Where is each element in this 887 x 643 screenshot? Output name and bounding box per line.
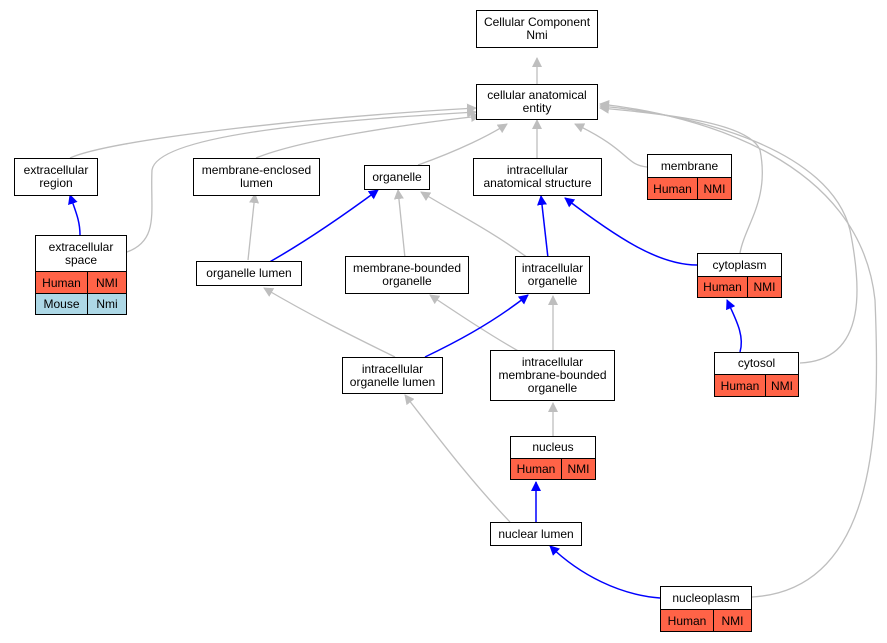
node-cytosol[interactable]: cytosol: [714, 352, 799, 375]
node-label: organelle lumen: [206, 266, 292, 280]
tag-label: Human: [667, 613, 707, 628]
node-cytoplasm[interactable]: cytoplasm: [697, 253, 782, 277]
node-organelle-lumen[interactable]: organelle lumen: [196, 261, 302, 286]
tag-human: Human: [714, 374, 766, 397]
node-label: cellular anatomical entity: [487, 88, 587, 115]
node-membrane-bounded-organelle[interactable]: membrane-bounded organelle: [345, 256, 469, 294]
tag-nmi: NMI: [713, 609, 752, 632]
node-label: membrane-bounded organelle: [352, 261, 462, 288]
node-membrane-enclosed-lumen[interactable]: membrane-enclosed lumen: [193, 158, 320, 196]
node-nucleoplasm[interactable]: nucleoplasm: [660, 586, 752, 610]
edge-extracellular-space-region: [68, 194, 81, 236]
node-intracellular-anatomical-structure[interactable]: intracellular anatomical structure: [473, 158, 602, 196]
tag-label: Nmi: [96, 297, 118, 311]
node-label: intracellular organelle lumen: [349, 361, 436, 389]
edge-organelle-lumen-mel: [247, 193, 260, 261]
node-label: membrane: [660, 158, 719, 173]
node-extracellular-space[interactable]: extracellular space: [35, 235, 127, 272]
node-label: cytoplasm: [712, 257, 767, 272]
node-nuclear-lumen[interactable]: nuclear lumen: [490, 522, 582, 546]
tag-label: Human: [42, 275, 81, 290]
tag-human: Human: [660, 609, 714, 632]
node-label: extracellular region: [23, 163, 89, 190]
tag-label: NMI: [703, 181, 726, 196]
edge-extracellular-space-cae: [126, 107, 477, 253]
tag-human: Human: [647, 177, 698, 200]
is-a-edges: [69, 57, 878, 598]
edge-mel-cae: [255, 112, 481, 159]
edge-extracellular-region-cae: [69, 103, 477, 159]
node-intracellular-organelle-lumen[interactable]: intracellular organelle lumen: [342, 357, 443, 394]
tag-label: Human: [720, 378, 760, 393]
tag-nmi: Nmi: [87, 293, 127, 315]
node-label: cytosol: [737, 356, 776, 370]
tag-human: Human: [510, 458, 562, 480]
edge-iol-io: [424, 294, 529, 358]
node-label: nuclear lumen: [498, 526, 574, 541]
tag-nmi: NMI: [765, 374, 799, 397]
tag-label: NMI: [771, 378, 793, 393]
edge-organelle-lumen-organelle: [265, 189, 379, 265]
tag-label: NMI: [567, 462, 590, 476]
tag-label: NMI: [721, 613, 744, 628]
node-membrane[interactable]: membrane: [647, 154, 732, 178]
node-label: intracellular membrane-bounded organelle: [498, 355, 607, 395]
edge-nucleoplasm-cae: [599, 100, 878, 598]
tag-nmi: NMI: [87, 271, 127, 294]
node-label: membrane-enclosed lumen: [201, 163, 312, 190]
tag-nmi: NMI: [747, 276, 782, 298]
node-cellular-anatomical-entity[interactable]: cellular anatomical entity: [476, 84, 598, 120]
node-label: nucleoplasm: [672, 590, 740, 605]
node-label: intracellular anatomical structure: [483, 163, 592, 190]
edge-cytosol-cae: [599, 101, 858, 364]
node-cellular-component[interactable]: Cellular Component Nmi: [476, 10, 598, 48]
edge-organelle-cae: [417, 123, 508, 166]
edge-cytosol-cytoplasm: [726, 299, 742, 353]
node-nucleus[interactable]: nucleus: [510, 436, 596, 459]
tag-human: Human: [35, 271, 88, 294]
edge-mbo-organelle: [393, 189, 406, 259]
node-extracellular-region[interactable]: extracellular region: [14, 158, 98, 196]
node-label: organelle: [372, 170, 422, 184]
node-intracellular-membrane-bounded-organelle[interactable]: intracellular membrane-bounded organelle: [490, 350, 615, 401]
tag-label: Human: [653, 181, 692, 196]
node-label: nucleus: [532, 440, 574, 454]
tag-mouse: Mouse: [35, 293, 88, 315]
part-of-edges: [68, 189, 742, 599]
node-label: intracellular organelle: [521, 261, 584, 288]
edge-cytoplasm-ias: [564, 197, 698, 266]
node-label: Cellular Component Nmi: [483, 15, 591, 42]
edge-imbo-mbo: [429, 294, 521, 353]
tag-label: Human: [703, 280, 742, 294]
edge-iol-organelle-lumen: [263, 287, 396, 358]
tag-label: Mouse: [43, 297, 80, 311]
tag-nmi: NMI: [697, 177, 732, 200]
edge-io-ias: [537, 195, 549, 259]
tag-label: Human: [516, 462, 556, 476]
tag-nmi: NMI: [561, 458, 596, 480]
edge-nuclear-lumen-iol: [404, 394, 511, 523]
tag-label: NMI: [96, 275, 118, 290]
node-organelle[interactable]: organelle: [364, 165, 430, 190]
tag-human: Human: [697, 276, 748, 298]
edge-membrane-cae: [574, 123, 648, 168]
edge-nucleoplasm-nuclear-lumen: [549, 545, 661, 599]
node-intracellular-organelle[interactable]: intracellular organelle: [515, 256, 590, 294]
tag-label: NMI: [753, 280, 776, 294]
edge-io-organelle: [420, 191, 529, 259]
node-label: extracellular space: [48, 239, 114, 267]
